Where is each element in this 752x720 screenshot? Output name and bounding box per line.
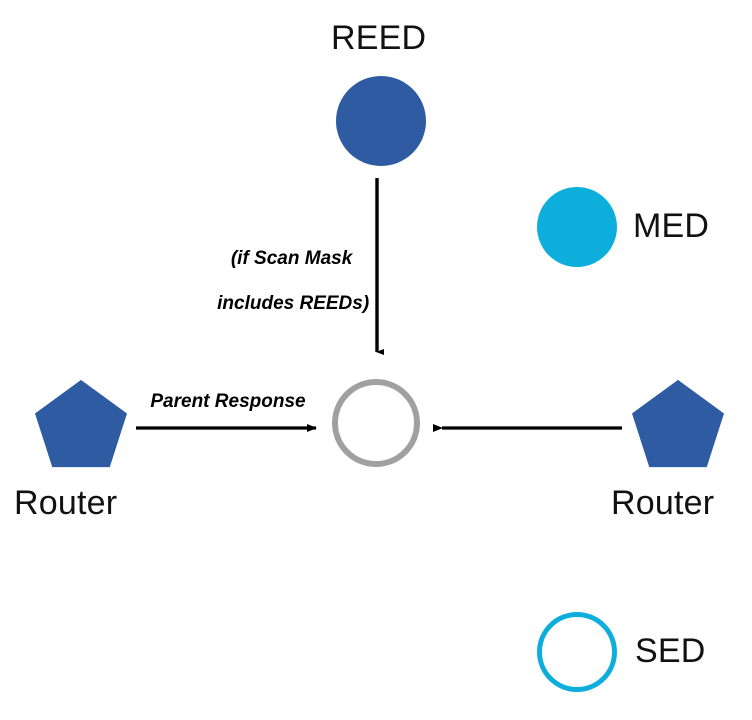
router-right-node-pentagon[interactable] bbox=[630, 378, 726, 470]
center-node-circle[interactable] bbox=[332, 379, 420, 467]
router-left-node-label: Router bbox=[14, 484, 118, 522]
router-right-node-label: Router bbox=[611, 484, 715, 522]
reed-node-label: REED bbox=[331, 19, 427, 57]
edge-router-left-label: Parent Response bbox=[150, 391, 306, 412]
edge-reed-to-center-label: (if Scan Mask includes REEDs) bbox=[196, 226, 370, 338]
edge-reed-label-line-1: (if Scan Mask bbox=[230, 248, 353, 270]
edge-reed-label-line-2: includes REEDs) bbox=[217, 293, 370, 315]
sed-node-circle[interactable] bbox=[537, 612, 617, 692]
reed-node-circle[interactable] bbox=[336, 76, 426, 166]
router-left-node-pentagon[interactable] bbox=[33, 378, 129, 470]
med-node-label: MED bbox=[633, 207, 710, 245]
sed-node-label: SED bbox=[635, 632, 706, 670]
med-node-circle[interactable] bbox=[537, 187, 617, 267]
